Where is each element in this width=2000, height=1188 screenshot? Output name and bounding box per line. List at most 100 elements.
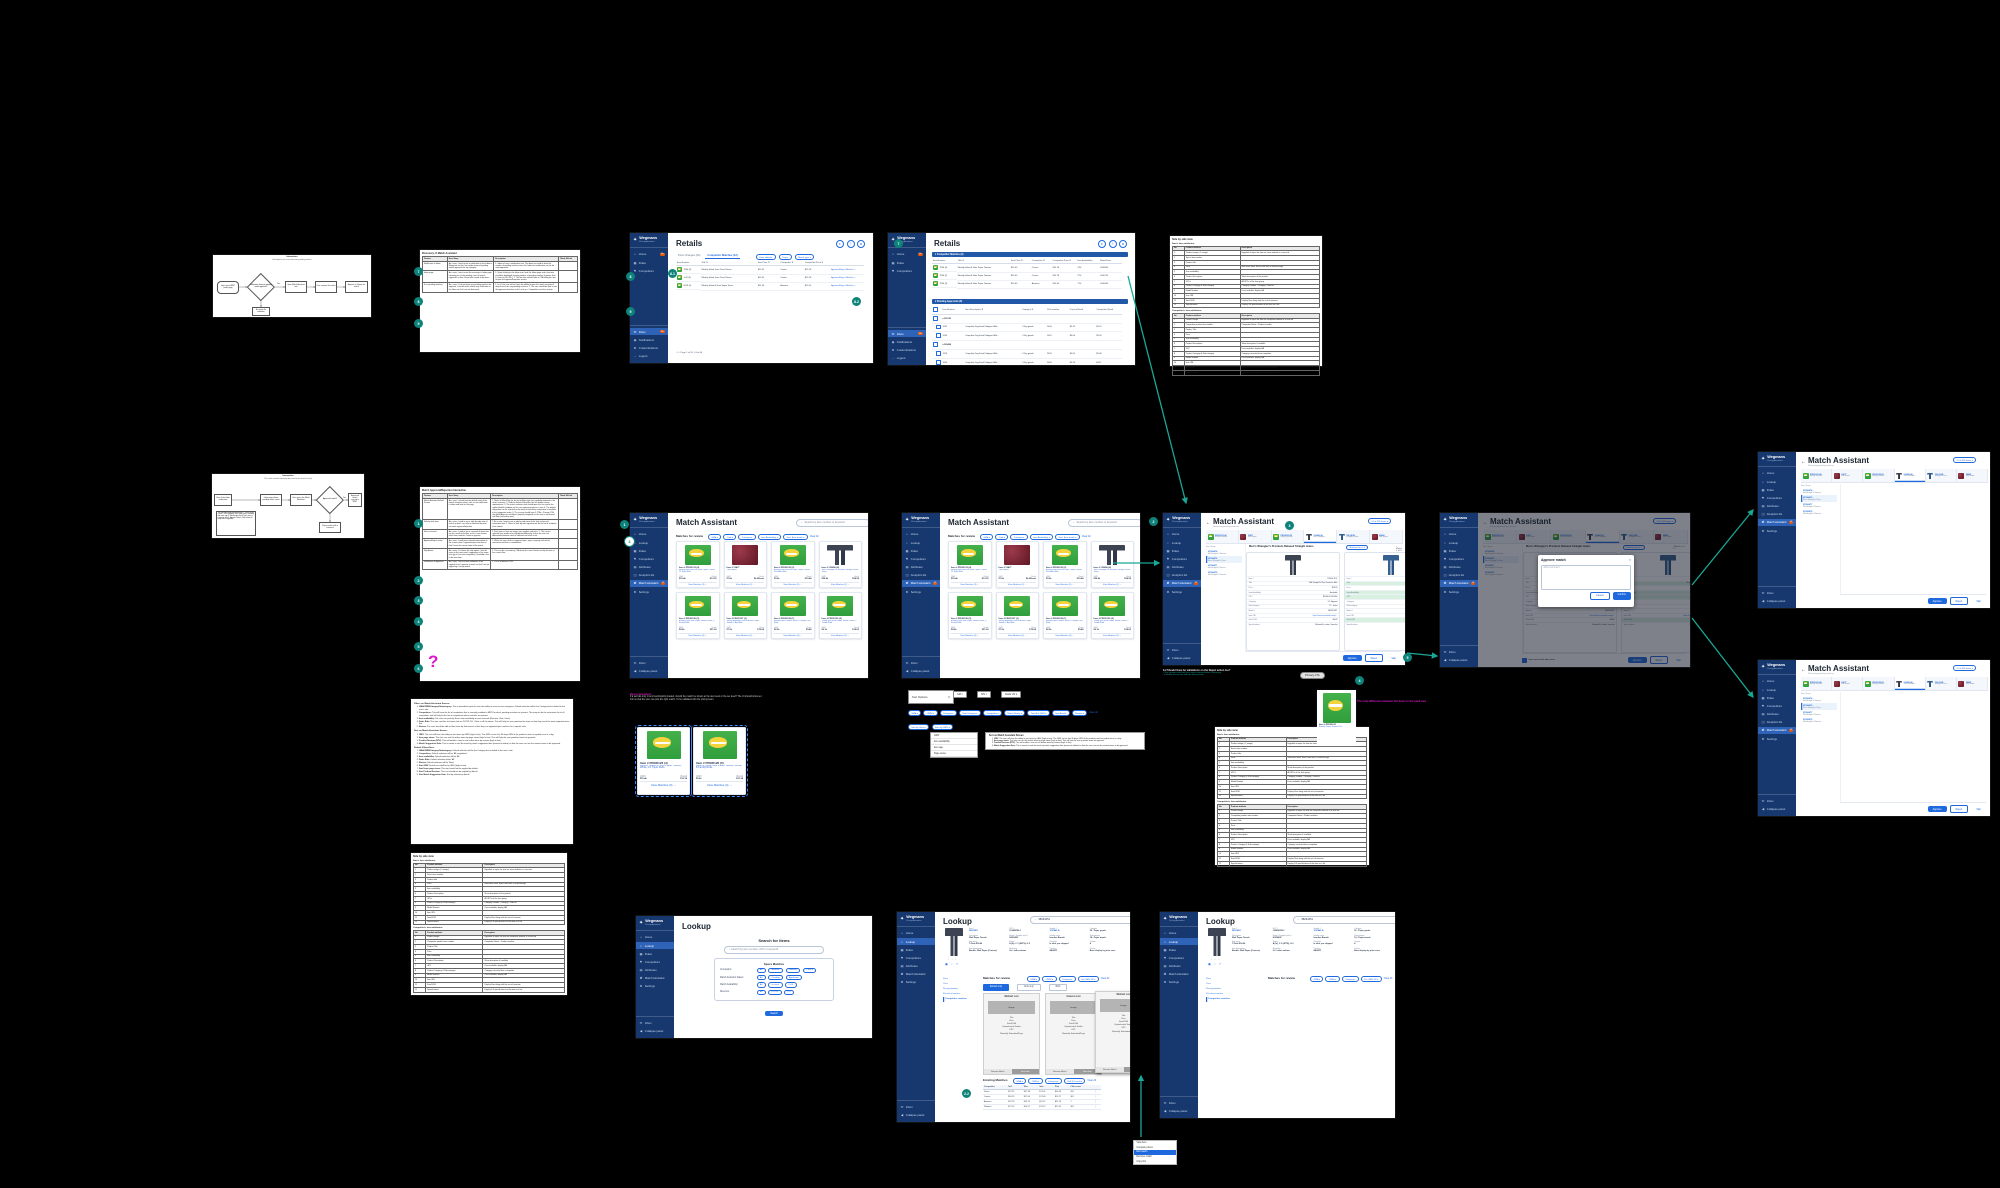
reject-button[interactable]: Reject: [1949, 597, 1969, 605]
sidebar-item-settings[interactable]: ⚙Settings: [1166, 589, 1182, 594]
skip-button[interactable]: Skip: [1391, 656, 1396, 660]
sidebar-item-competitors[interactable]: ⚑Competitors: [1166, 556, 1187, 561]
menu-item-remove-match[interactable]: Remove match: [1136, 1156, 1152, 1159]
sidebar-item-inbox[interactable]: ✉Inbox: [1761, 591, 1774, 596]
detail-link-pricing-timeline[interactable]: Pricing timeline: [1206, 987, 1221, 990]
sidebar-item-lookup[interactable]: ⌕Lookup: [636, 941, 674, 950]
sidebar-item-settings[interactable]: ⚙Settings: [633, 589, 649, 594]
view-matches-link[interactable]: View Matches (2) →: [726, 581, 764, 587]
wireframe-chip-n-s[interactable]: N/S ×: [977, 691, 992, 698]
sidebar-item-competitors[interactable]: ⚑Competitors: [891, 268, 912, 273]
sidebar-item-rules[interactable]: ▦Rules: [1443, 548, 1456, 553]
kebab-icon[interactable]: ⋮: [1093, 1099, 1101, 1105]
skip-button[interactable]: Skip: [1976, 599, 1981, 603]
menu-item-edit-match[interactable]: Edit match: [1134, 1150, 1176, 1155]
view-item-button[interactable]: View Item: [1123, 1067, 1130, 1072]
sidebar-item-lookup[interactable]: ⌕Lookup: [634, 540, 648, 545]
sidebar-item-attributes[interactable]: ▤Attributes: [639, 968, 657, 973]
sidebar-item-home[interactable]: ⌂Home: [1167, 532, 1180, 537]
row-checkbox[interactable]: [933, 315, 938, 321]
sidebar-item-competitors[interactable]: ⚑Competitors: [633, 556, 654, 561]
toggle-club-only[interactable]: Club only: [1017, 984, 1041, 991]
items-count-pill[interactable]: 12 of 345 items ▾: [1953, 665, 1977, 672]
filter-pill-omni[interactable]: OMNI ▾: [1325, 976, 1340, 983]
view-matches-link[interactable]: View Matches (5) →: [774, 581, 812, 587]
reject-button[interactable]: Reject: [1949, 805, 1969, 813]
reject-button[interactable]: Reject: [1364, 654, 1384, 662]
sidebar-item-rules[interactable]: ▦Rules: [900, 947, 913, 952]
sidebar-item-inbox[interactable]: ✉Inbox: [1166, 648, 1179, 653]
mock-link-cell[interactable]: [558, 538, 578, 549]
sidebar-item-settings[interactable]: ⚙Settings: [1761, 736, 1777, 741]
sidebar-item-home[interactable]: ⌂Home: [901, 931, 914, 936]
view-matches-link[interactable]: View Matches (3) →: [774, 632, 812, 638]
sidebar-item-home[interactable]: ⌂Home: [1164, 931, 1177, 936]
clear-all-link[interactable]: Clear All: [809, 536, 819, 539]
view-matches-link[interactable]: View Matches (3) →: [679, 581, 717, 587]
carousel-item[interactable]: 789 (2/34)Wrangler's Prem...: [1926, 677, 1957, 690]
product-match-card[interactable]: Item # PROD129 (2)Bounty Full Sheet Pape…: [1090, 592, 1134, 640]
sidebar-item-competitors[interactable]: ⚑Competitors: [1761, 703, 1782, 708]
kebab-icon[interactable]: ⋮: [1093, 1094, 1101, 1100]
specs-pill-pending[interactable]: Pending: [768, 974, 784, 981]
view-matches-link[interactable]: View Matches (4) →: [696, 781, 743, 788]
filter-pill-club[interactable]: Club ▾: [995, 534, 1009, 541]
sidebar-item-rules[interactable]: ▦Rules: [1163, 947, 1176, 952]
sidebar-item-lookup[interactable]: ⌕Lookup: [1762, 687, 1776, 692]
refresh-icon[interactable]: ↻: [1098, 240, 1106, 248]
sidebar-item-attributes[interactable]: ▤Attributes: [1761, 504, 1779, 509]
skip-button[interactable]: Skip: [1976, 807, 1981, 811]
filter-pill-dept[interactable]: Dept ▾: [778, 254, 792, 261]
sort-options-box[interactable]: Sort Options▽: [908, 690, 954, 704]
sidebar-item-notifications[interactable]: ◉Notifications: [633, 337, 655, 342]
dropdown-option-gmv[interactable]: GMV: [931, 733, 977, 739]
wireframe-chip-gm[interactable]: GM ×: [953, 691, 967, 698]
sidebar-item-lookup[interactable]: ⌕Lookup: [897, 937, 935, 946]
specs-pill-oos[interactable]: OOS: [785, 982, 797, 988]
product-match-card[interactable]: Item # PROD126 (5)Bounty Quick Size Pape…: [676, 592, 720, 640]
search-button[interactable]: Search: [765, 1010, 783, 1017]
filter-pill-gma[interactable]: GMA ▾: [908, 710, 922, 717]
close-icon[interactable]: ×: [1628, 558, 1631, 562]
table-row[interactable]: 1234 (3)Weekly Salad & Nuts Super Tomato…: [932, 280, 1122, 289]
specs-pill-all[interactable]: All: [756, 974, 766, 981]
dropdown-option-item-age[interactable]: Item age: [931, 745, 977, 751]
filter-pill-omni[interactable]: OMNI ▾: [1042, 976, 1057, 983]
filter-pill-item-availability[interactable]: Item Availability ▾: [757, 534, 782, 541]
sidebar-item-lookup[interactable]: ⌕Lookup: [1167, 540, 1181, 545]
sidebar-item-collapse-panel[interactable]: ◀Collapse panel: [639, 1029, 664, 1034]
approve-button[interactable]: Approve: [1927, 806, 1947, 812]
view-matches-link[interactable]: View Matches (2) →: [821, 632, 859, 638]
sidebar-item-rules[interactable]: ▦Rules: [1761, 487, 1774, 492]
view-matches-link[interactable]: View Matches (2) →: [998, 581, 1036, 587]
mock-link-cell[interactable]: [558, 528, 578, 540]
mock-link-cell[interactable]: [558, 497, 578, 521]
filter-pill-category[interactable]: Category ▾: [1058, 976, 1076, 983]
tab-competitor-matches-12[interactable]: Competitor Matches (12): [705, 254, 740, 259]
sidebar-item-collapse-panel[interactable]: ◀Collapse panel: [905, 669, 930, 674]
view-matches-link[interactable]: View Matches (4) →: [679, 632, 717, 638]
sidebar-item-analytics-list[interactable]: ◫Analytics list: [905, 573, 927, 578]
help-icon[interactable]: ?: [846, 240, 855, 248]
pagination[interactable]: ‹ 1 › Page 1 of 20 1-3 of 60: [676, 352, 703, 354]
sidebar-item-match-assistant[interactable]: ⇄Match Assistant: [900, 972, 926, 977]
remove-match-button[interactable]: Remove Match: [984, 1069, 1012, 1074]
sidebar-item-settings[interactable]: ⚙Settings: [1761, 528, 1777, 533]
section-bar-competitor-matches[interactable]: ▾ Competitor Matches (3): [932, 252, 1128, 258]
sidebar-item-inbox[interactable]: ✉Inbox: [900, 1105, 913, 1110]
filter-pill-review[interactable]: Review ▾: [1071, 710, 1088, 717]
view-matches-link[interactable]: View Matches (3) →: [640, 781, 687, 788]
detail-link-cost[interactable]: Cost: [943, 982, 948, 985]
